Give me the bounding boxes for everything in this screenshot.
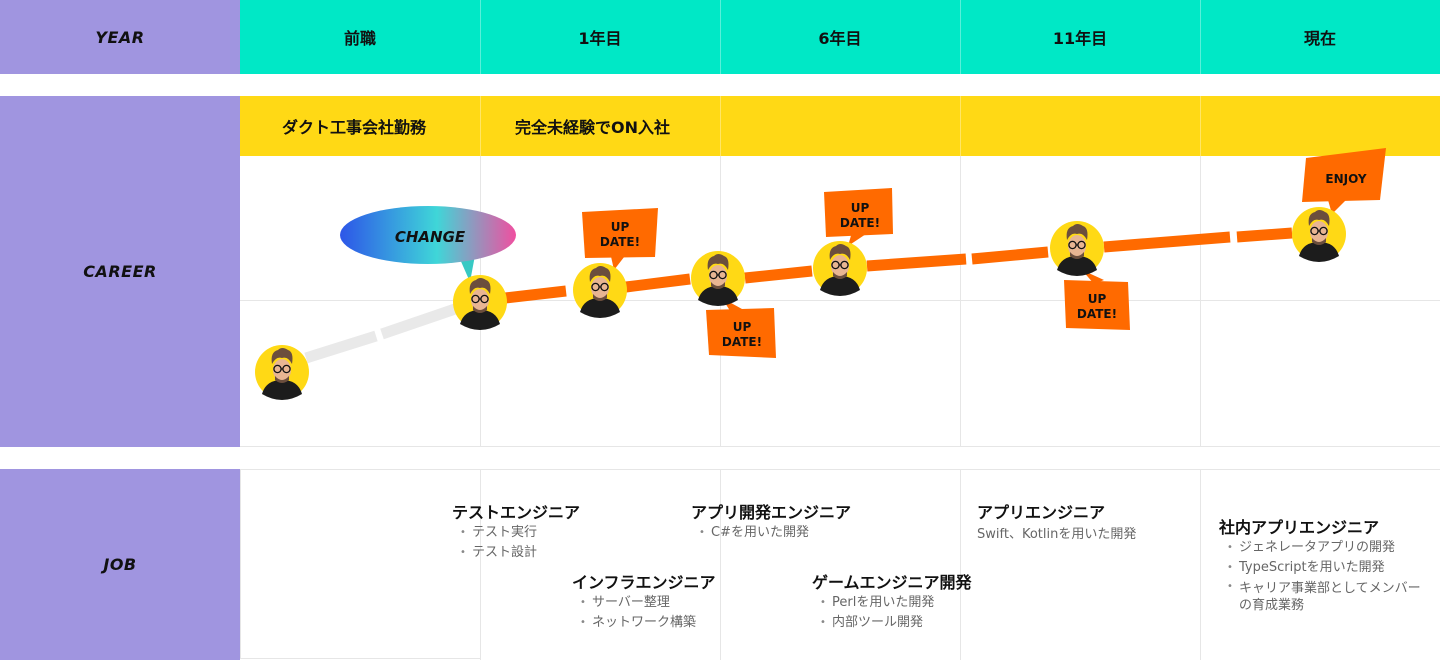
career-joined-text: 完全未経験でON入社 xyxy=(515,118,670,137)
job-title-game-engineer: ゲームエンジニア開発 xyxy=(812,573,972,592)
avatar-face-icon xyxy=(452,274,508,331)
job-title-infra-engineer: インフラエンジニア xyxy=(572,573,716,592)
job-title-test-engineer: テストエンジニア xyxy=(452,503,581,522)
year-divider xyxy=(960,0,961,74)
list-item: ジェネレータアプリの開発 xyxy=(1223,538,1428,558)
avatar-face-icon xyxy=(812,240,868,297)
year-1: 1年目 xyxy=(578,29,622,48)
change-label: CHANGE xyxy=(395,228,466,246)
list-item: 内部ツール開発 xyxy=(816,613,934,633)
grid-line xyxy=(960,469,961,660)
update-label-line2: DATE! xyxy=(840,216,880,230)
career-previous-text: ダクト工事会社勤務 xyxy=(282,118,427,137)
year-now: 現在 xyxy=(1303,29,1336,48)
update-label-line1: UP xyxy=(733,320,752,334)
avatar-face-icon xyxy=(1291,206,1347,263)
update-label-line2: DATE! xyxy=(600,235,640,249)
list-item: TypeScriptを用いた開発 xyxy=(1223,558,1428,578)
job-list-game-engineer: Perlを用いた開発 内部ツール開発 xyxy=(816,593,934,633)
grid-line xyxy=(240,469,241,659)
year-6: 6年目 xyxy=(818,29,862,48)
update-badge: UP DATE! xyxy=(1064,270,1130,330)
update-label-line1: UP xyxy=(1088,292,1107,306)
update-badge: UP DATE! xyxy=(824,188,893,246)
career-divider xyxy=(1200,96,1201,156)
career-divider xyxy=(720,96,721,156)
year-divider xyxy=(480,0,481,74)
job-list-internal-app-engineer: ジェネレータアプリの開発 TypeScriptを用いた開発 キャリア事業部として… xyxy=(1223,538,1428,614)
grid-line xyxy=(960,156,961,447)
year-row-label: YEAR xyxy=(0,0,240,74)
grid-line xyxy=(240,658,480,659)
list-item: キャリア事業部としてメンバーの育成業務 xyxy=(1223,578,1428,614)
grid-line xyxy=(1200,469,1201,660)
update-badge: UP DATE! xyxy=(582,208,658,270)
list-item: C#を用いた開発 xyxy=(695,523,809,543)
year-divider xyxy=(1200,0,1201,74)
grid-line xyxy=(1200,156,1201,447)
grid-line xyxy=(240,446,1440,447)
year-11: 11年目 xyxy=(1052,29,1108,48)
list-item: テスト実行 xyxy=(456,523,537,543)
job-list-test-engineer: テスト実行 テスト設計 xyxy=(456,523,537,563)
enjoy-badge: ENJOY xyxy=(1302,148,1386,214)
job-subtitle-app-engineer: Swift、Kotlinを用いた開発 xyxy=(977,527,1137,542)
update-label-line1: UP xyxy=(851,201,870,215)
job-list-app-dev-engineer: C#を用いた開発 xyxy=(695,523,809,543)
grid-line xyxy=(240,300,1440,301)
job-list-infra-engineer: サーバー整理 ネットワーク構築 xyxy=(576,593,696,633)
list-item: Perlを用いた開発 xyxy=(816,593,934,613)
avatar-face-icon xyxy=(690,250,746,307)
career-band xyxy=(240,96,1440,156)
avatar-face-icon xyxy=(1049,220,1105,277)
timeline-segment-previous xyxy=(304,302,460,364)
timeline-segment-career xyxy=(504,227,1293,304)
year-divider xyxy=(720,0,721,74)
job-title-app-engineer: アプリエンジニア xyxy=(977,503,1106,522)
update-badge: UP DATE! xyxy=(706,298,776,358)
grid-line xyxy=(720,469,721,660)
year-previous: 前職 xyxy=(343,29,376,48)
job-title-internal-app-engineer: 社内アプリエンジニア xyxy=(1219,518,1380,537)
grid-line xyxy=(480,469,481,660)
enjoy-label: ENJOY xyxy=(1325,172,1366,186)
job-title-app-dev-engineer: アプリ開発エンジニア xyxy=(691,503,852,522)
year-header-bar xyxy=(240,0,1440,74)
career-divider xyxy=(480,96,481,156)
update-label-line2: DATE! xyxy=(722,335,762,349)
avatar-face-icon xyxy=(572,262,628,319)
list-item: テスト設計 xyxy=(456,543,537,563)
list-item: ネットワーク構築 xyxy=(576,613,696,633)
avatar-face-icon xyxy=(254,344,310,401)
career-divider xyxy=(960,96,961,156)
career-row-label: CAREER xyxy=(0,96,240,447)
list-item: サーバー整理 xyxy=(576,593,696,613)
update-label-line1: UP xyxy=(611,220,630,234)
update-label-line2: DATE! xyxy=(1077,307,1117,321)
grid-line xyxy=(240,469,1440,470)
job-row-label: JOB xyxy=(0,469,240,660)
change-speech-bubble: CHANGE xyxy=(340,206,516,282)
